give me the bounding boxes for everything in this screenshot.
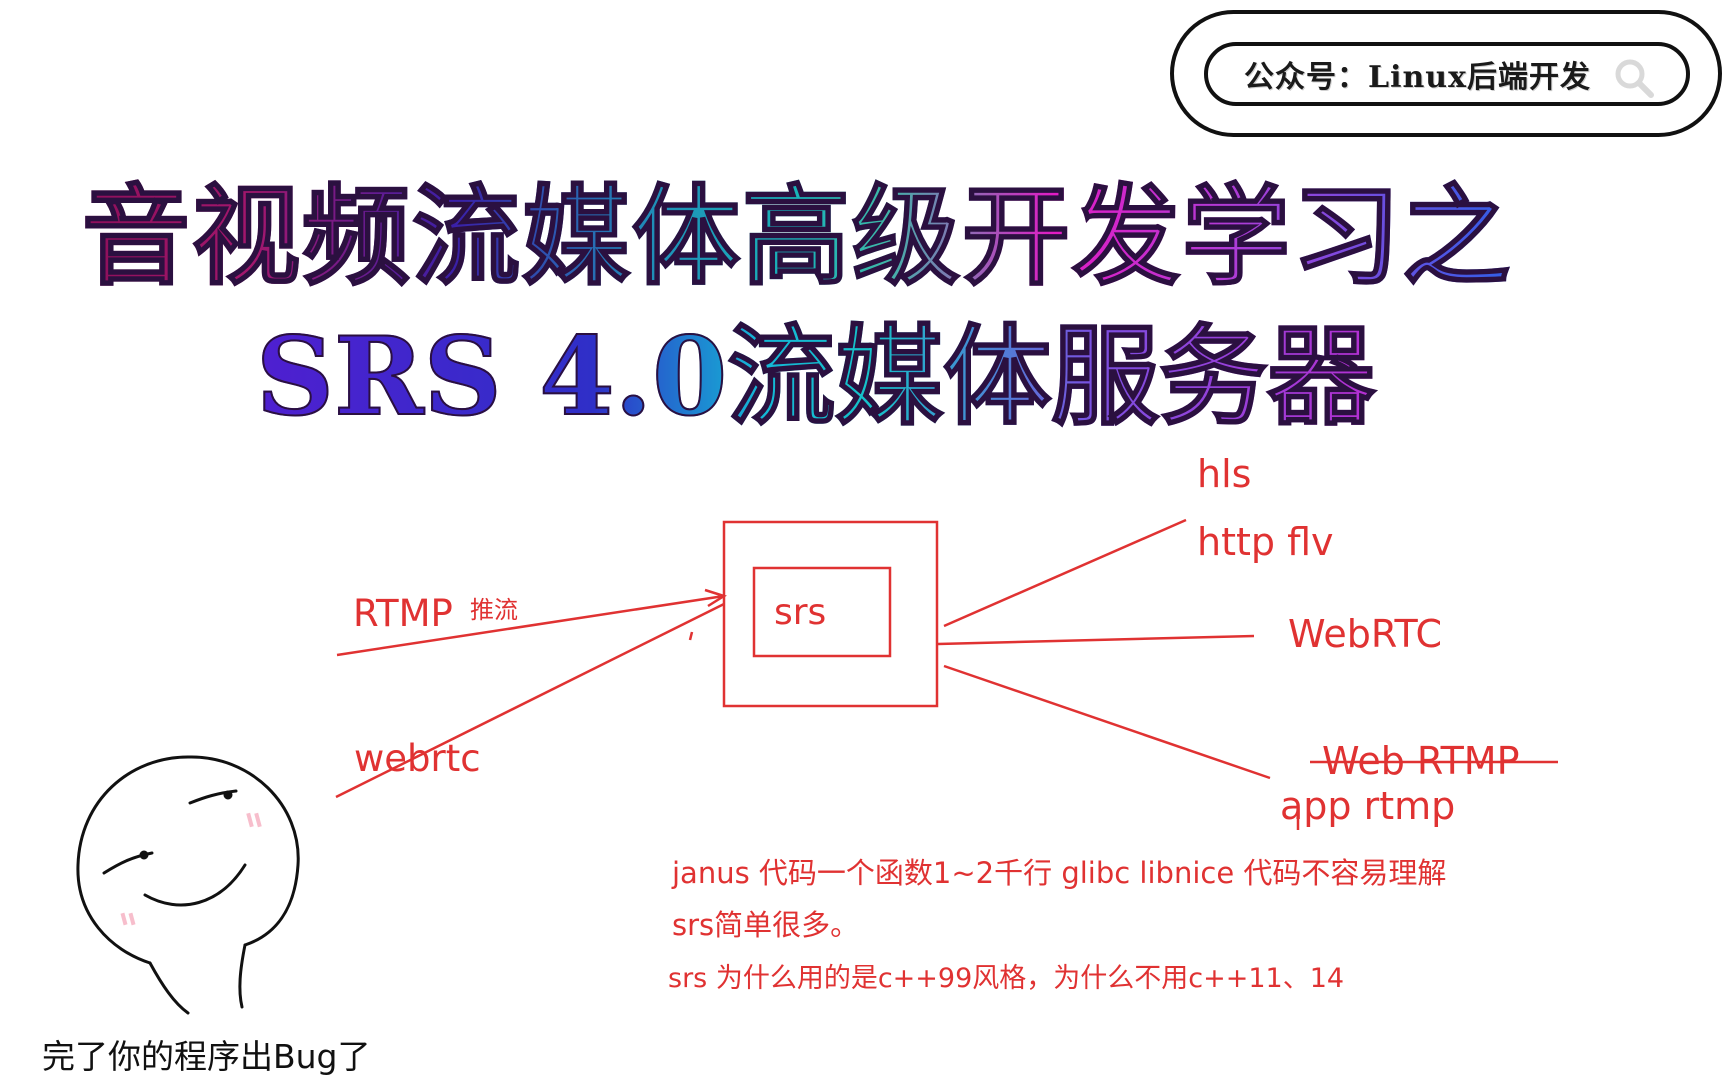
- webrtc-out-label: WebRTC: [1288, 612, 1443, 656]
- hls-label: hls: [1197, 452, 1252, 496]
- srs-inner-box: [752, 566, 892, 658]
- webrtc-in-label: webrtc: [354, 737, 481, 780]
- search-box[interactable]: 公众号：Linux后端开发: [1204, 42, 1690, 106]
- page-title-line2: SRS 4.0流媒体服务器: [255, 313, 1376, 441]
- rtmp-label: RTMP: [353, 592, 453, 635]
- http-flv-label: http flv: [1197, 520, 1334, 564]
- note-line-3: srs 为什么用的是c++99风格，为什么不用c++11、14: [668, 963, 1345, 994]
- srs-label: srs: [774, 592, 827, 633]
- smirk-face-icon: [76, 755, 300, 1015]
- rtmp-out-line: [943, 664, 1271, 780]
- page-title-line1: 音视频流媒体高级开发学习之: [81, 173, 1513, 301]
- hls-line: [943, 518, 1187, 628]
- webrtc-arrow: [335, 602, 725, 799]
- note-line-1: janus 代码一个函数1~2千行 glibc libnice 代码不容易理解: [672, 856, 1447, 890]
- rtmp-arrow: [336, 594, 725, 657]
- search-badge: 公众号：Linux后端开发: [1170, 10, 1722, 137]
- rtmp-arrowhead: [704, 588, 727, 608]
- webrtc-tick: [688, 631, 694, 641]
- badge-text: 公众号：Linux后端开发: [1244, 60, 1591, 95]
- rtmp-sublabel: 推流: [470, 596, 518, 624]
- search-icon[interactable]: [1612, 56, 1656, 100]
- app-rtmp-label: app rtmp: [1280, 784, 1456, 828]
- webrtc-out-line: [937, 634, 1255, 646]
- note-line-2: srs简单很多。: [672, 908, 860, 942]
- srs-outer-box: [722, 520, 939, 708]
- web-rtmp-label: Web RTMP: [1322, 739, 1520, 783]
- meme-caption: 完了你的程序出Bug了: [42, 1037, 371, 1076]
